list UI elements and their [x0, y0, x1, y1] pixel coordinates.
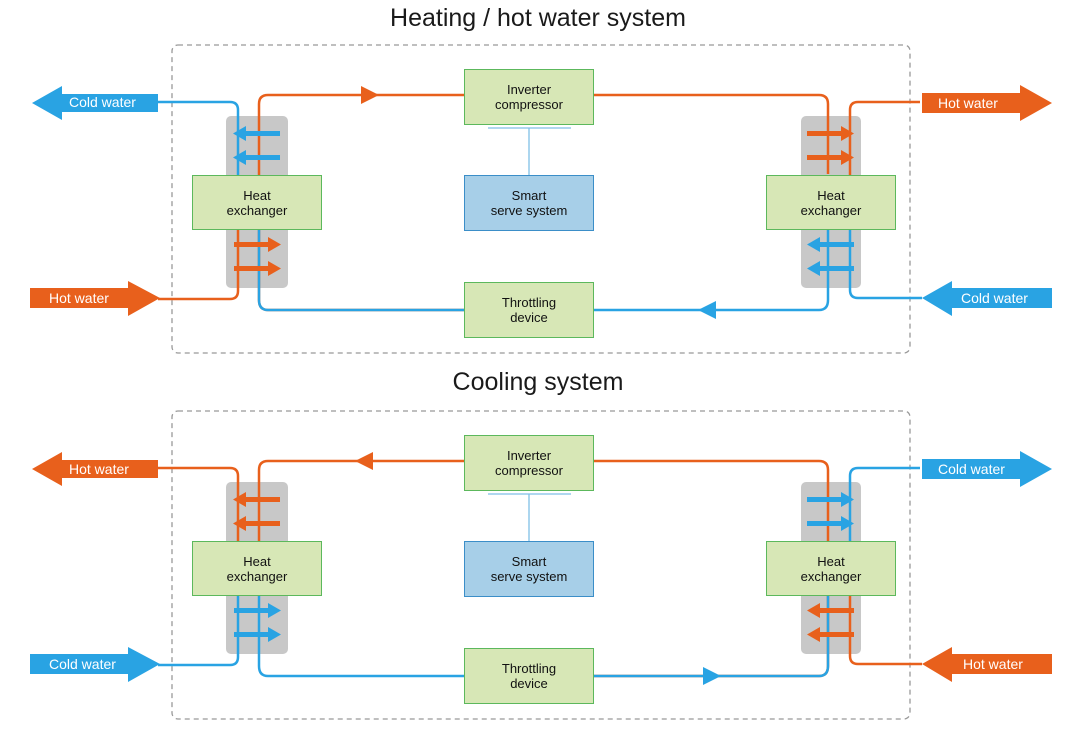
heating-left-top-label: Cold water — [69, 94, 136, 110]
right-panel-arrows — [807, 126, 854, 276]
left-panel-arrows — [233, 492, 281, 642]
left-panel-arrows — [233, 126, 281, 276]
flow-arrow-throttle-out — [703, 667, 721, 685]
heating-throttle-box: Throttling device — [464, 282, 594, 338]
loop-right-bottom — [594, 230, 830, 312]
loop-right-top — [594, 93, 830, 174]
heating-title: Heating / hot water system — [390, 4, 686, 32]
cooling-diagram — [30, 410, 1052, 720]
exchanger-label: Heat exchanger — [800, 553, 862, 584]
right-hot-line — [848, 100, 920, 175]
smart-system-label: Smart serve system — [490, 554, 568, 584]
left-hot-line — [158, 230, 240, 301]
right-hot-line — [848, 596, 922, 666]
compressor-label: Inverter compressor — [495, 82, 563, 112]
cooling-left-bottom-label: Cold water — [49, 656, 116, 672]
heating-right-top-label: Hot water — [938, 95, 998, 111]
heating-compressor-box: Inverter compressor — [464, 69, 594, 125]
cooling-compressor-box: Inverter compressor — [464, 435, 594, 491]
cooling-right-top-label: Cold water — [938, 461, 1005, 477]
cooling-title: Cooling system — [452, 368, 624, 396]
loop-left-bottom — [257, 175, 465, 312]
heating-left-exchanger-box: Heat exchanger — [192, 175, 322, 230]
flow-arrow-compressor-in — [361, 86, 379, 104]
cooling-smart-system-box: Smart serve system — [464, 541, 594, 597]
cooling-right-exchanger-box: Heat exchanger — [766, 541, 896, 596]
right-top-water-arrow — [922, 85, 1052, 121]
throttle-label: Throttling device — [501, 661, 557, 691]
heating-left-bottom-label: Hot water — [49, 290, 109, 306]
left-cold-line — [158, 100, 240, 175]
cooling-throttle-box: Throttling device — [464, 648, 594, 704]
heating-diagram — [30, 44, 1052, 354]
right-cold-line — [848, 230, 922, 300]
throttle-label: Throttling device — [501, 295, 557, 325]
right-bottom-water-arrow — [922, 281, 1052, 316]
cooling-dashed-frame — [171, 410, 911, 720]
smart-system-label: Smart serve system — [490, 188, 568, 218]
cooling-right-bottom-label: Hot water — [963, 656, 1023, 672]
heating-right-exchanger-box: Heat exchanger — [766, 175, 896, 230]
loop-left-bottom — [257, 596, 465, 678]
right-panel-arrows — [807, 492, 854, 642]
heating-dashed-frame — [171, 44, 911, 354]
cooling-left-exchanger-box: Heat exchanger — [192, 541, 322, 596]
right-top-water-arrow — [922, 451, 1052, 487]
flow-arrow-throttle-in — [698, 301, 716, 319]
loop-left-top — [257, 459, 465, 541]
loop-right-bottom — [594, 596, 830, 678]
left-cold-line — [158, 596, 240, 667]
left-top-water-arrow — [32, 452, 158, 486]
compressor-label: Inverter compressor — [495, 448, 563, 478]
left-bottom-water-arrow — [30, 647, 160, 682]
left-hot-line — [158, 466, 240, 541]
left-bottom-water-arrow — [30, 281, 160, 316]
right-bottom-water-arrow — [922, 647, 1052, 682]
left-top-water-arrow — [32, 86, 158, 120]
flow-arrow-compressor-out — [355, 452, 373, 470]
exchanger-label: Heat exchanger — [800, 187, 862, 218]
exchanger-label: Heat exchanger — [226, 187, 288, 218]
heating-smart-system-box: Smart serve system — [464, 175, 594, 231]
cooling-left-top-label: Hot water — [69, 461, 129, 477]
exchanger-label: Heat exchanger — [226, 553, 288, 584]
heating-right-bottom-label: Cold water — [961, 290, 1028, 306]
right-cold-line — [848, 466, 920, 541]
